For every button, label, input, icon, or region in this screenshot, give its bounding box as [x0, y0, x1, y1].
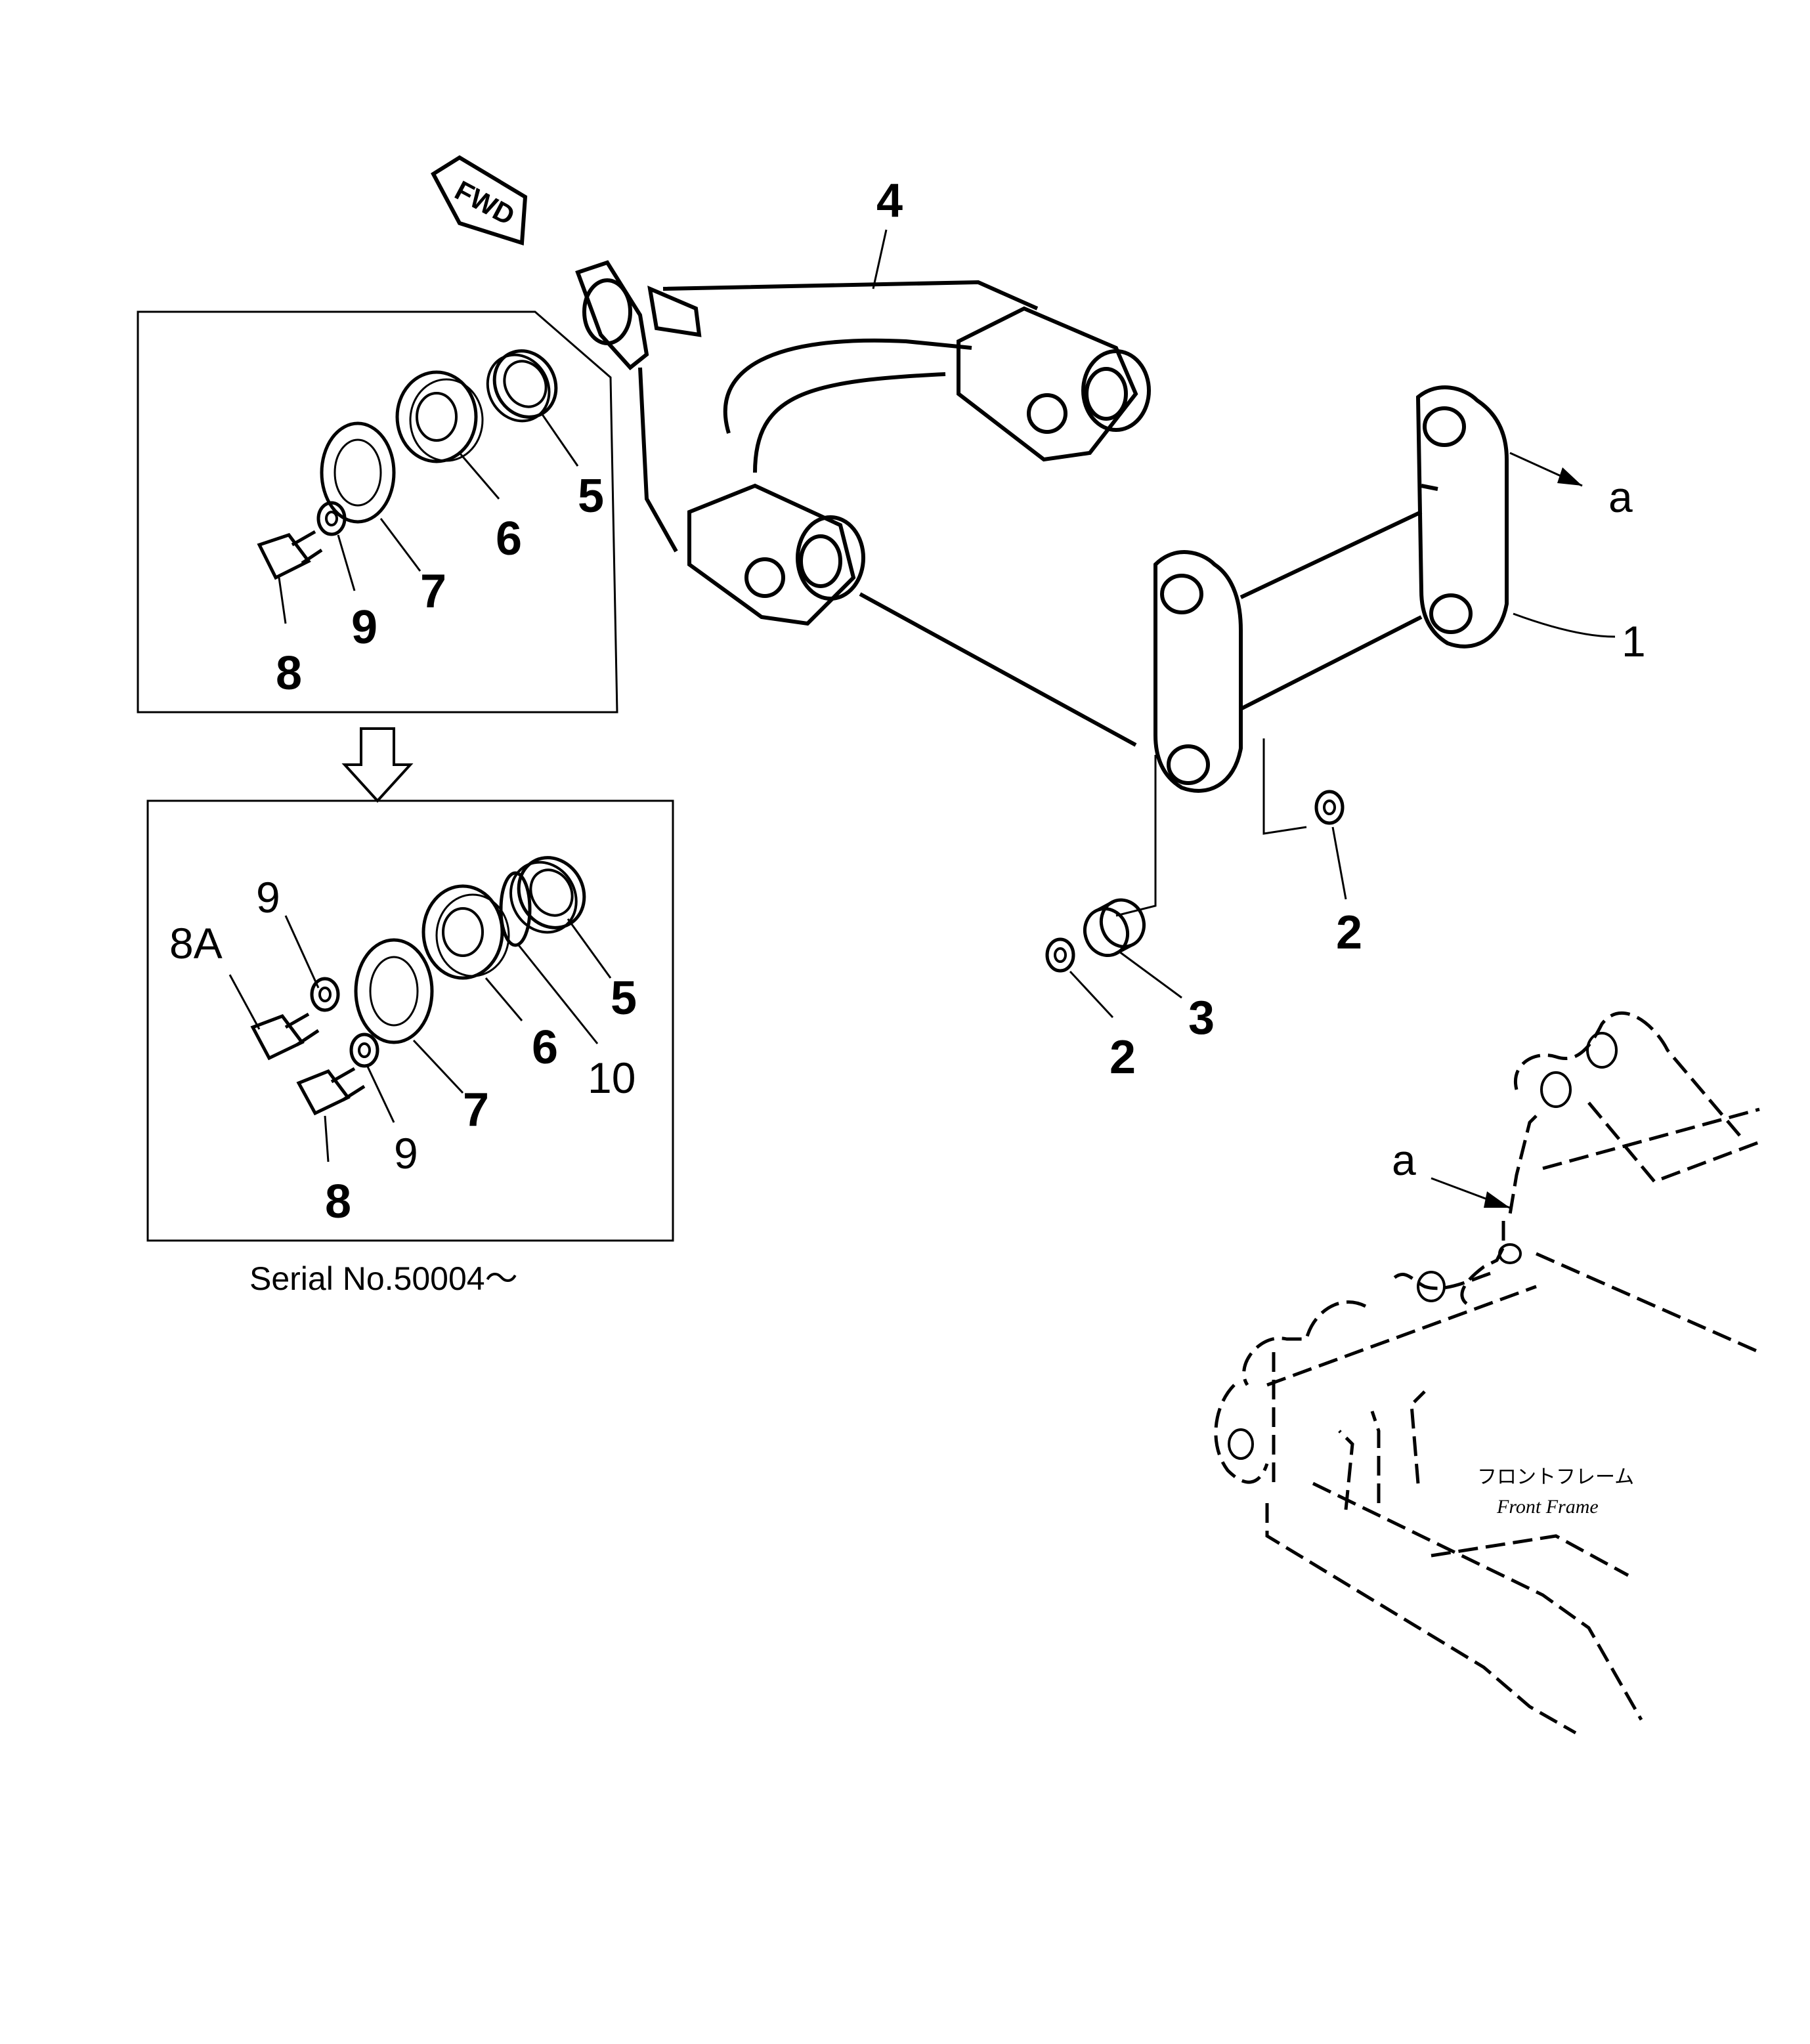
frame-label-jp: フロントフレーム [1477, 1466, 1634, 1489]
cover-part-7-new [354, 938, 434, 1044]
shim-part-6 [395, 370, 484, 463]
yoke-part-4 [575, 260, 1151, 747]
frame-label-en: Front Frame [1496, 1496, 1599, 1518]
washer-part-2-left [1047, 939, 1073, 971]
bearing-part-5-new [509, 856, 586, 934]
callout-2-left: 2 [1110, 1031, 1136, 1084]
callout-7-new: 7 [463, 1084, 489, 1136]
washer-part-9-bottom [351, 1034, 377, 1066]
cover-part-7 [320, 421, 396, 524]
bolt-part-8-new [296, 1067, 366, 1116]
callout-3: 3 [1188, 992, 1215, 1044]
callout-8-old: 8 [276, 647, 302, 700]
shaft-part-1 [1153, 385, 1509, 793]
fwd-arrow-icon: FWD [431, 155, 528, 246]
bolt-part-8 [257, 530, 323, 580]
frame-holes [1228, 1032, 1618, 1460]
callout-4: 4 [876, 175, 903, 227]
callout-6-new: 6 [532, 1021, 558, 1074]
spacer-part-3 [1083, 898, 1146, 958]
front-frame [1214, 1011, 1761, 1735]
callout-1: 1 [1622, 617, 1646, 666]
callout-9-bottom: 9 [394, 1129, 418, 1178]
inset-box-new: 5 10 6 7 9 8A 9 8 [146, 799, 674, 1242]
callout-9-old: 9 [351, 601, 377, 654]
callout-8A: 8A [169, 919, 223, 968]
callout-a-frame: a [1392, 1136, 1416, 1184]
bolt-part-8A [250, 1012, 320, 1061]
inset-box-old: 5 6 7 9 8 [137, 310, 618, 713]
callout-9-top: 9 [256, 873, 280, 922]
serial-note: Serial No.50004～ [249, 1260, 518, 1297]
washer-part-2-right [1316, 792, 1343, 823]
callout-5-new: 5 [611, 972, 637, 1025]
callout-6-old: 6 [496, 513, 522, 565]
callout-5-old: 5 [578, 470, 604, 522]
callout-8-new: 8 [325, 1176, 351, 1228]
callout-10: 10 [588, 1054, 636, 1102]
down-arrow-icon [341, 727, 414, 803]
ref-arrow-a-frame [1431, 1177, 1511, 1209]
shim-part-6-new [421, 884, 510, 980]
callout-7-old: 7 [420, 565, 446, 618]
callout-a-right: a [1608, 473, 1633, 521]
callout-2-right: 2 [1336, 906, 1362, 959]
ref-arrow-a-right [1509, 452, 1583, 487]
bearing-part-5 [486, 349, 558, 423]
